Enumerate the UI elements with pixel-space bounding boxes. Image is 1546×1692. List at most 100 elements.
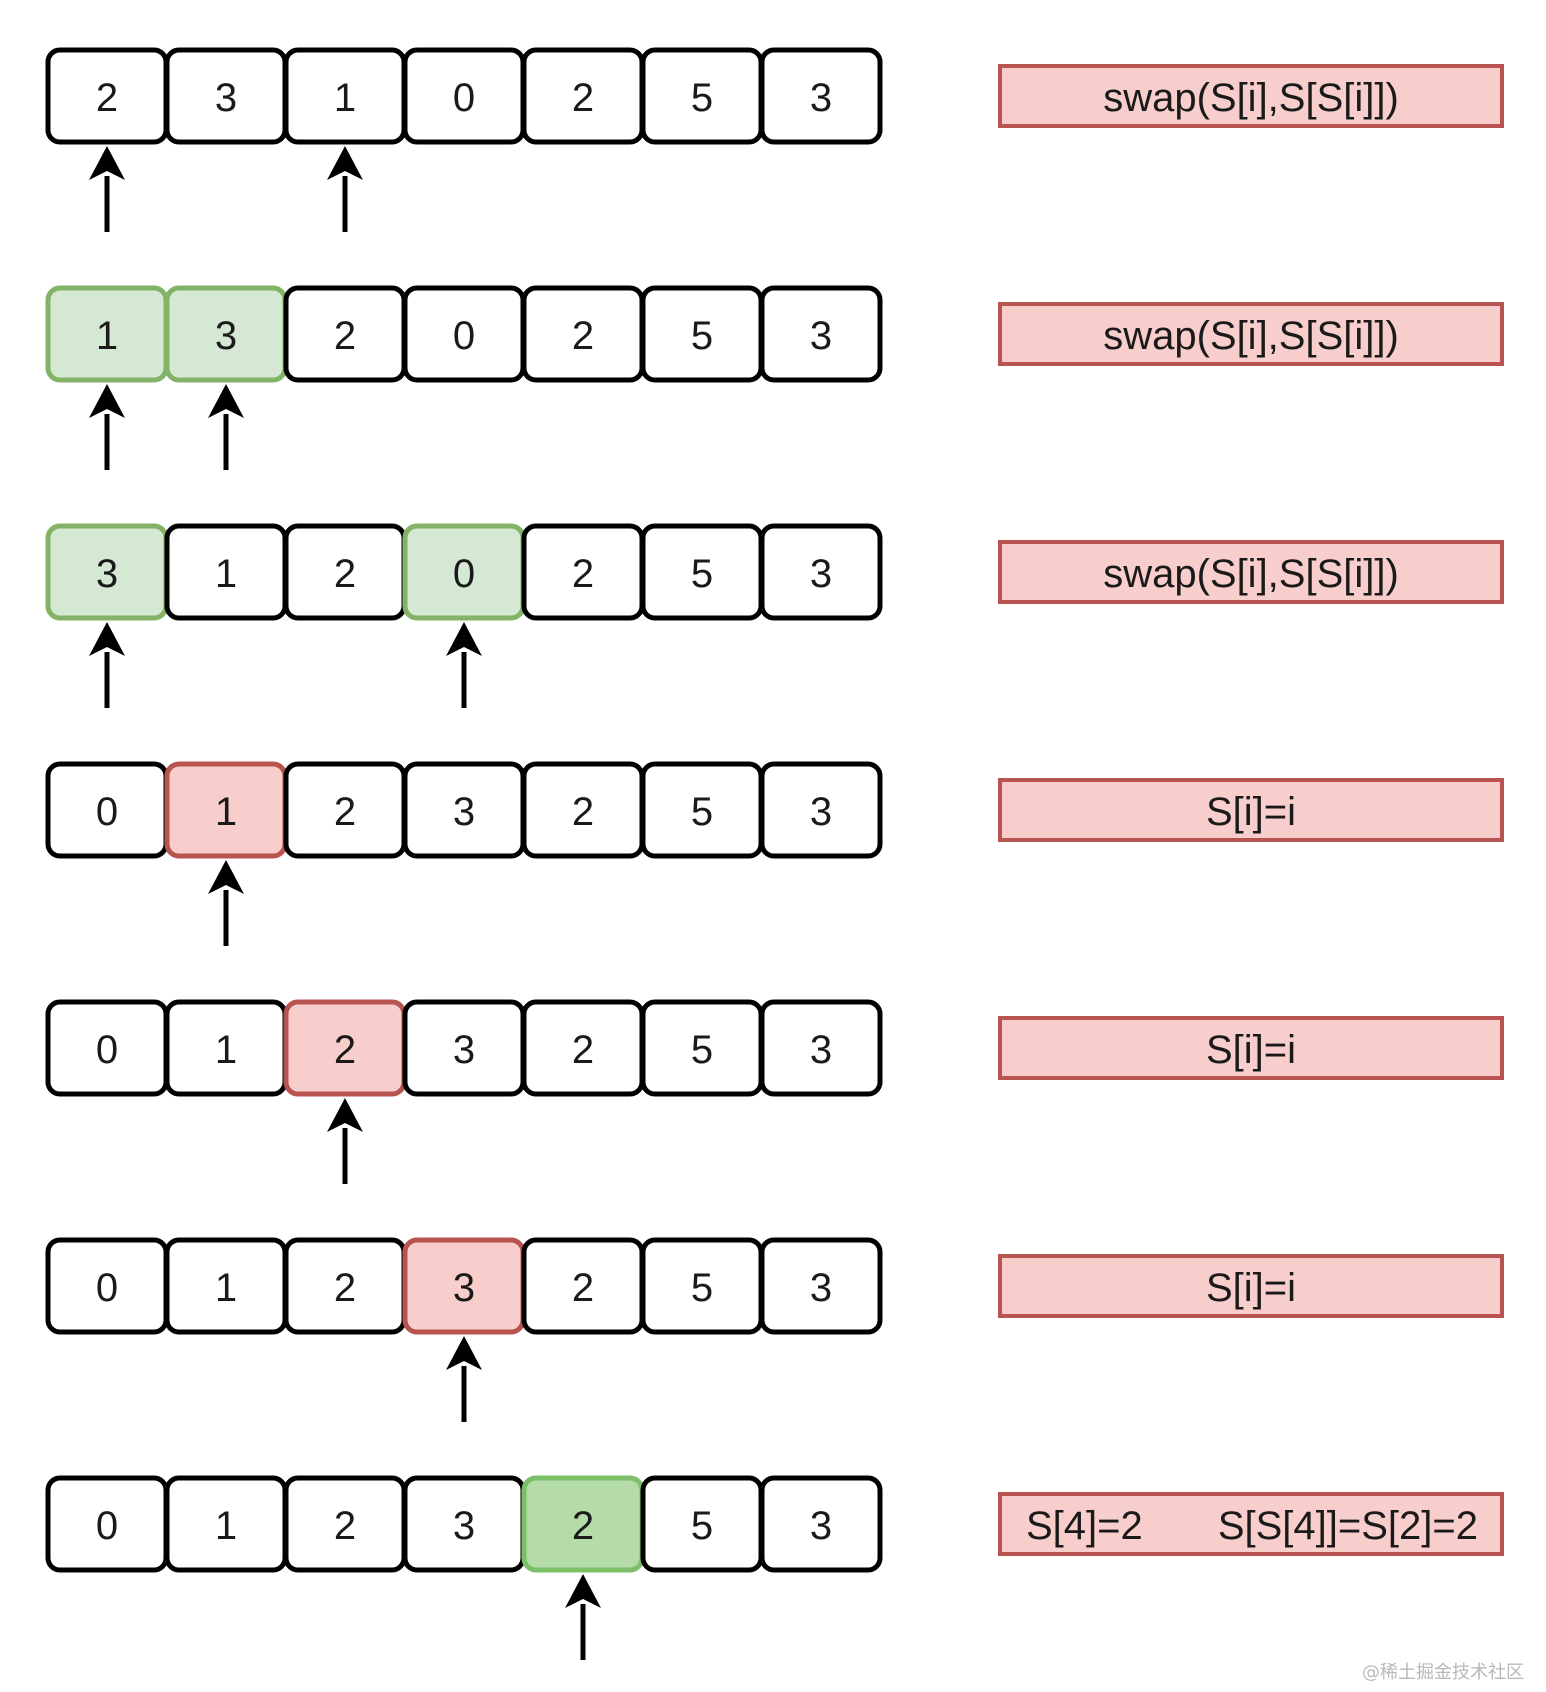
operation-box — [998, 302, 1504, 366]
cell-value: 3 — [810, 1028, 832, 1072]
pointer-arrow — [446, 622, 482, 708]
arrow-head — [208, 384, 244, 418]
step-7: 0 1 2 3 2 5 3 S[4]=2 S[S[4]]=S[2]=2 — [45, 1475, 1504, 1660]
arrow-head — [208, 860, 244, 894]
cell-value: 2 — [572, 1028, 594, 1072]
cell-value: 5 — [691, 76, 713, 120]
arrow-head — [89, 146, 125, 180]
watermark: @稀土掘金技术社区 — [1362, 1662, 1524, 1683]
cell-value: 2 — [572, 76, 594, 120]
pointer-arrow — [89, 384, 125, 470]
operation-label: S[i]=i — [1206, 790, 1296, 834]
cell-value: 2 — [96, 76, 118, 120]
cell-value: 1 — [215, 552, 237, 596]
cell-value: 2 — [572, 1504, 594, 1548]
cell-value: 2 — [572, 790, 594, 834]
cell-value: 2 — [334, 1504, 356, 1548]
operation-box — [998, 778, 1504, 842]
cell-value: 2 — [334, 552, 356, 596]
cell-value: 5 — [691, 314, 713, 358]
cell-value: 5 — [691, 790, 713, 834]
cell-value: 3 — [810, 314, 832, 358]
cell-value: 3 — [453, 1266, 475, 1310]
operation-box — [998, 1016, 1504, 1080]
cell-value: 3 — [453, 1504, 475, 1548]
cell-value: 0 — [96, 1504, 118, 1548]
array-cell — [759, 1237, 883, 1335]
cell-value: 0 — [96, 790, 118, 834]
operation-label: swap(S[i],S[S[i]]) — [1103, 76, 1399, 120]
operation-label: S[S[4]]=S[2]=2 — [1218, 1504, 1478, 1548]
cell-value: 3 — [810, 1266, 832, 1310]
step-3: 3 1 2 0 2 5 3 swap(S[i],S[S[i]]) — [45, 523, 1504, 708]
cell-value: 5 — [691, 1504, 713, 1548]
step-4: 0 1 2 3 2 5 3 S[i]=i — [45, 761, 1504, 946]
operation-label: S[i]=i — [1206, 1028, 1296, 1072]
pointer-arrow — [565, 1574, 601, 1660]
arrow-head — [446, 1336, 482, 1370]
cell-value: 1 — [96, 314, 118, 358]
cell-value: 0 — [453, 552, 475, 596]
cell-value: 0 — [96, 1266, 118, 1310]
operation-label: S[4]=2 — [1026, 1504, 1143, 1548]
cell-value: 3 — [453, 790, 475, 834]
cell-value: 2 — [572, 552, 594, 596]
cell-value: 1 — [215, 790, 237, 834]
cell-value: 1 — [215, 1266, 237, 1310]
step-2: 1 3 2 0 2 5 3 swap(S[i],S[S[i]]) — [45, 285, 1504, 470]
operation-label: S[i]=i — [1206, 1266, 1296, 1310]
step-1: 2 3 1 0 2 5 3 swap(S[i],S[S[i]]) — [45, 47, 1504, 232]
arrow-head — [327, 1098, 363, 1132]
cell-value: 1 — [215, 1504, 237, 1548]
array-cell — [759, 761, 883, 859]
pointer-arrow — [446, 1336, 482, 1422]
pointer-arrow — [327, 1098, 363, 1184]
arrow-head — [89, 384, 125, 418]
array-cell — [759, 523, 883, 621]
cell-value: 2 — [334, 314, 356, 358]
cell-value: 3 — [810, 76, 832, 120]
operation-box — [998, 1254, 1504, 1318]
cell-value: 3 — [810, 1504, 832, 1548]
array-cell — [759, 999, 883, 1097]
step-5: 0 1 2 3 2 5 3 S[i]=i — [45, 999, 1504, 1184]
cell-value: 0 — [453, 76, 475, 120]
array-cell — [759, 47, 883, 145]
arrow-head — [446, 622, 482, 656]
operation-box — [998, 540, 1504, 604]
step-6: 0 1 2 3 2 5 3 S[i]=i — [45, 1237, 1504, 1422]
cell-value: 2 — [334, 790, 356, 834]
cell-value: 5 — [691, 552, 713, 596]
array-cell — [759, 1475, 883, 1573]
cell-value: 5 — [691, 1266, 713, 1310]
operation-label: swap(S[i],S[S[i]]) — [1103, 314, 1399, 358]
arrow-head — [327, 146, 363, 180]
cell-value: 5 — [691, 1028, 713, 1072]
cell-value: 0 — [453, 314, 475, 358]
cell-value: 3 — [96, 552, 118, 596]
arrow-head — [565, 1574, 601, 1608]
pointer-arrow — [208, 860, 244, 946]
cell-value: 0 — [96, 1028, 118, 1072]
array-cell — [759, 285, 883, 383]
pointer-arrow — [89, 146, 125, 232]
cell-value: 3 — [810, 552, 832, 596]
cell-value: 3 — [453, 1028, 475, 1072]
cell-value: 2 — [334, 1028, 356, 1072]
operation-label: swap(S[i],S[S[i]]) — [1103, 552, 1399, 596]
pointer-arrow — [89, 622, 125, 708]
cell-value: 1 — [334, 76, 356, 120]
cell-value: 3 — [215, 314, 237, 358]
cell-value: 2 — [572, 314, 594, 358]
operation-box — [998, 1492, 1504, 1556]
pointer-arrow — [208, 384, 244, 470]
cell-value: 3 — [810, 790, 832, 834]
cell-value: 1 — [215, 1028, 237, 1072]
pointer-arrow — [327, 146, 363, 232]
cell-value: 3 — [215, 76, 237, 120]
operation-box — [998, 64, 1504, 128]
cell-value: 2 — [572, 1266, 594, 1310]
arrow-head — [89, 622, 125, 656]
cell-value: 2 — [334, 1266, 356, 1310]
